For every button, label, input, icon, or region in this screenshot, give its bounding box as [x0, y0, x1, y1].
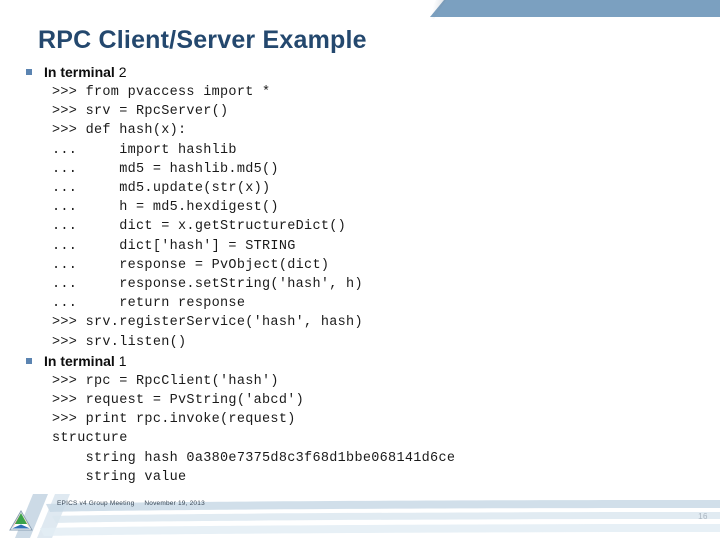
code-line: ... dict['hash'] = STRING [52, 238, 296, 254]
code-line: ... import hashlib [52, 142, 237, 158]
code-line: structure [52, 431, 128, 447]
square-bullet-icon [26, 357, 32, 364]
code-line: string value [52, 469, 187, 485]
bullet-item-terminal-1: In terminal 1 [26, 352, 696, 371]
footer-info: EPICS v4 Group Meeting November 19, 2013 [57, 500, 205, 507]
code-line: ... response.setString('hash', h) [52, 277, 363, 293]
slide-content: In terminal 2 >>> from pvaccess import *… [26, 63, 696, 487]
code-block-terminal-2: >>> from pvaccess import * >>> srv = Rpc… [52, 83, 696, 352]
bullet-label-terminal-1: In terminal 1 [44, 352, 127, 369]
code-line: >>> srv.registerService('hash', hash) [52, 315, 363, 331]
code-line: >>> srv = RpcServer() [52, 104, 229, 120]
footer-meeting: EPICS v4 Group Meeting [57, 500, 135, 507]
epics-logo-icon [8, 509, 34, 533]
code-block-terminal-1: >>> rpc = RpcClient('hash') >>> request … [52, 372, 696, 487]
bullet-item-terminal-2: In terminal 2 [26, 63, 696, 82]
code-line: >>> request = PvString('abcd') [52, 393, 305, 409]
code-line: ... return response [52, 296, 246, 312]
code-line: >>> print rpc.invoke(request) [52, 412, 296, 428]
footer-date: November 19, 2013 [144, 500, 205, 507]
code-line: >>> from pvaccess import * [52, 85, 271, 100]
code-line: string hash 0a380e7375d8c3f68d1bbe068141… [52, 450, 456, 466]
code-line: ... md5.update(str(x)) [52, 181, 271, 197]
header-banner [430, 0, 720, 17]
code-line: >>> srv.listen() [52, 334, 187, 350]
page-title: RPC Client/Server Example [38, 26, 367, 54]
code-line: >>> rpc = RpcClient('hash') [52, 373, 279, 389]
code-line: ... response = PvObject(dict) [52, 257, 330, 273]
code-line: ... md5 = hashlib.md5() [52, 161, 279, 177]
code-line: >>> def hash(x): [52, 123, 187, 139]
code-line: ... h = md5.hexdigest() [52, 200, 279, 216]
square-bullet-icon [26, 69, 32, 75]
page-number: 16 [698, 512, 708, 521]
code-line: ... dict = x.getStructureDict() [52, 219, 347, 235]
bullet-label-terminal-2: In terminal 2 [44, 64, 127, 80]
